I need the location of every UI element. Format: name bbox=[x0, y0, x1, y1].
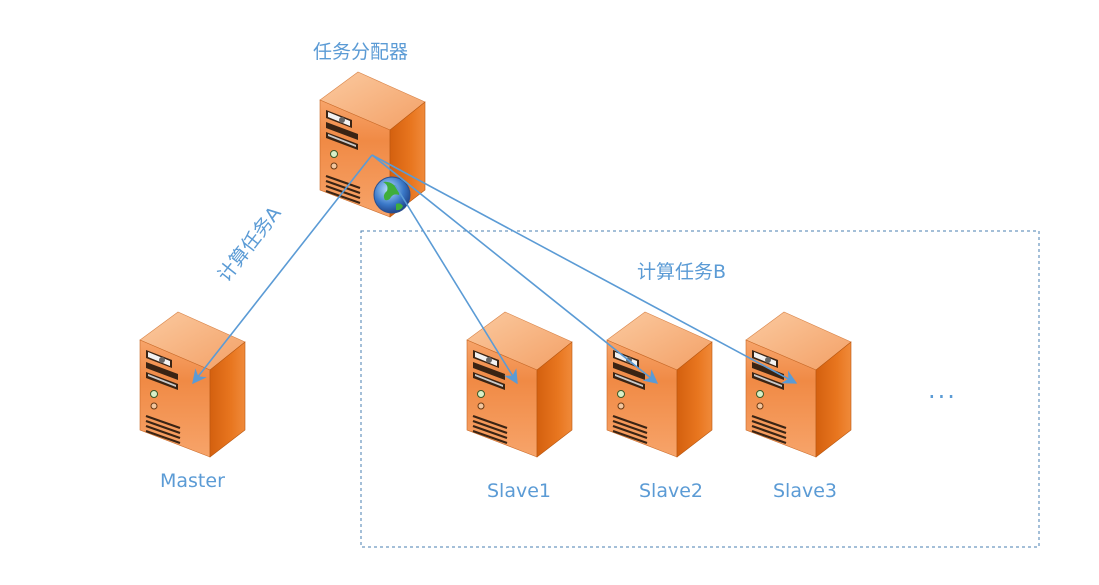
task-b-label: 计算任务B bbox=[637, 261, 727, 283]
slave3-label: Slave3 bbox=[773, 480, 838, 502]
ellipsis-label: ... bbox=[928, 376, 957, 404]
master-server-icon bbox=[138, 310, 247, 459]
slave2-label: Slave2 bbox=[639, 480, 704, 502]
slave3-server-icon bbox=[744, 310, 853, 459]
slave1-label: Slave1 bbox=[487, 480, 552, 502]
dispatcher-label: 任务分配器 bbox=[313, 41, 409, 63]
slave2-server-icon bbox=[605, 310, 714, 459]
globe-icon bbox=[373, 176, 411, 214]
slave1-server-icon bbox=[465, 310, 574, 459]
arrow-to-slave2 bbox=[371, 154, 659, 384]
arrow-to-slave1 bbox=[394, 184, 518, 385]
task-b-group-box bbox=[360, 230, 1040, 548]
arrow-to-slave3 bbox=[371, 154, 798, 384]
arrow-to-master bbox=[192, 154, 373, 385]
master-label: Master bbox=[160, 470, 225, 492]
